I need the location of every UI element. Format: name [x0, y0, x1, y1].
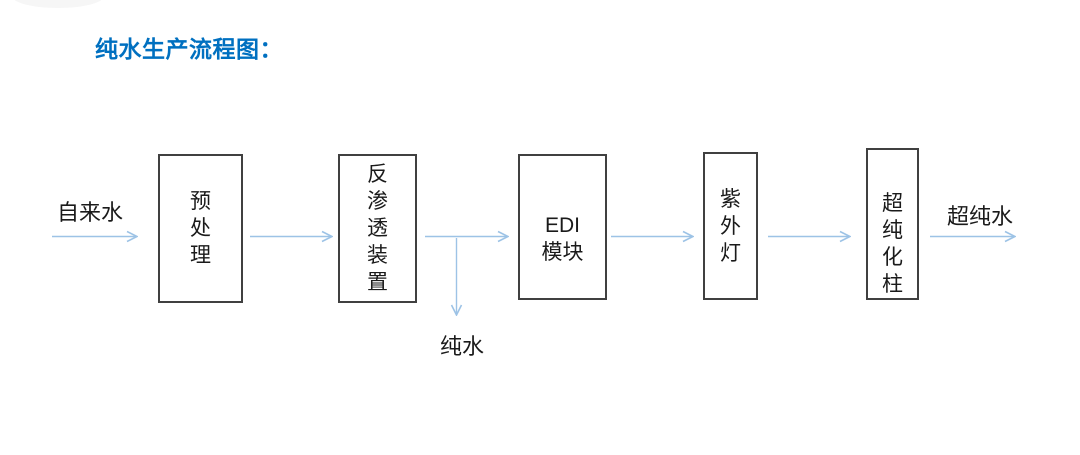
node-polishing-column-label: 超 纯 化 柱 [882, 192, 903, 296]
page-title: 纯水生产流程图： [95, 36, 283, 62]
label-tap-water: 自来水 [57, 200, 124, 225]
page-corner-artifact [12, 0, 104, 8]
node-pretreatment-label: 预 处 理 [190, 190, 211, 267]
node-edi-module: EDI 模块 [518, 154, 607, 300]
node-pretreatment: 预 处 理 [158, 154, 243, 303]
node-uv-lamp-label: 紫 外 灯 [720, 187, 741, 265]
node-reverse-osmosis-label: 反 渗 透 装 置 [367, 163, 388, 294]
label-pure-water: 纯水 [440, 334, 485, 359]
node-uv-lamp: 紫 外 灯 [703, 152, 758, 300]
node-polishing-column: 超 纯 化 柱 [866, 148, 919, 300]
node-edi-module-label: EDI 模块 [541, 214, 584, 264]
node-reverse-osmosis: 反 渗 透 装 置 [338, 154, 417, 303]
label-ultrapure-water: 超纯水 [947, 204, 1014, 229]
